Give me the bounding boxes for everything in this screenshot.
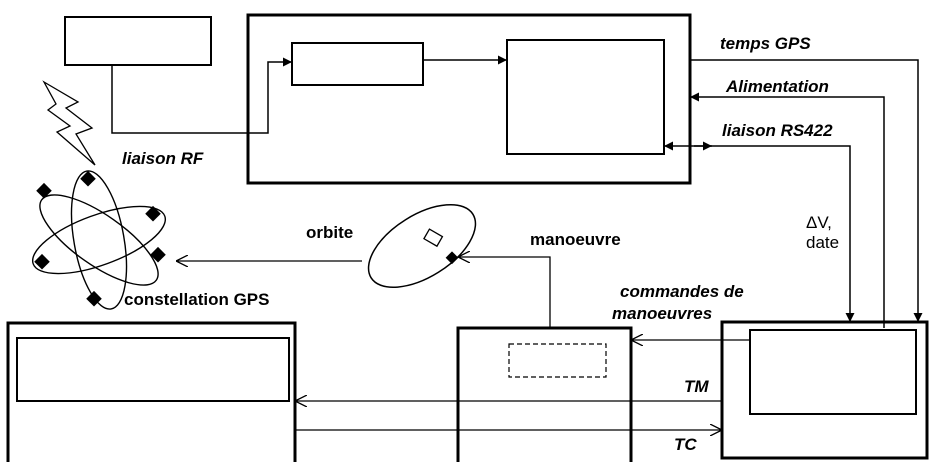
onboard-computer-inner [750,330,916,414]
label-tm: TM [684,377,709,396]
onboard-computer-box [722,322,927,458]
processor-box [507,40,664,154]
rf-link-line [112,62,292,133]
label-liaison-rf: liaison RF [122,149,204,168]
control-center-box [458,328,631,462]
label-orbite: orbite [306,223,353,242]
satellite-icon [424,229,442,246]
label-date: date [806,233,839,252]
label-tc: TC [674,435,697,454]
manoeuvre-line [458,257,550,328]
lightning-icon [44,82,95,165]
label-alimentation: Alimentation [725,77,829,96]
orbit-ellipse [355,188,490,304]
label-temps-gps: temps GPS [720,34,811,53]
label-manoeuvres: manoeuvres [612,304,712,323]
ground-station-box [8,323,295,462]
label-manoeuvre: manoeuvre [530,230,621,249]
rf-frontend-box [292,43,423,85]
label-delta-v: ΔV, [806,213,832,232]
label-commandes-de: commandes de [620,282,744,301]
orbit-node [446,251,459,264]
control-center-dashed [509,344,606,377]
ground-station-inner [17,338,289,401]
label-liaison-rs422: liaison RS422 [722,121,833,140]
antenna-box [65,17,211,65]
label-constellation-gps: constellation GPS [124,290,269,309]
